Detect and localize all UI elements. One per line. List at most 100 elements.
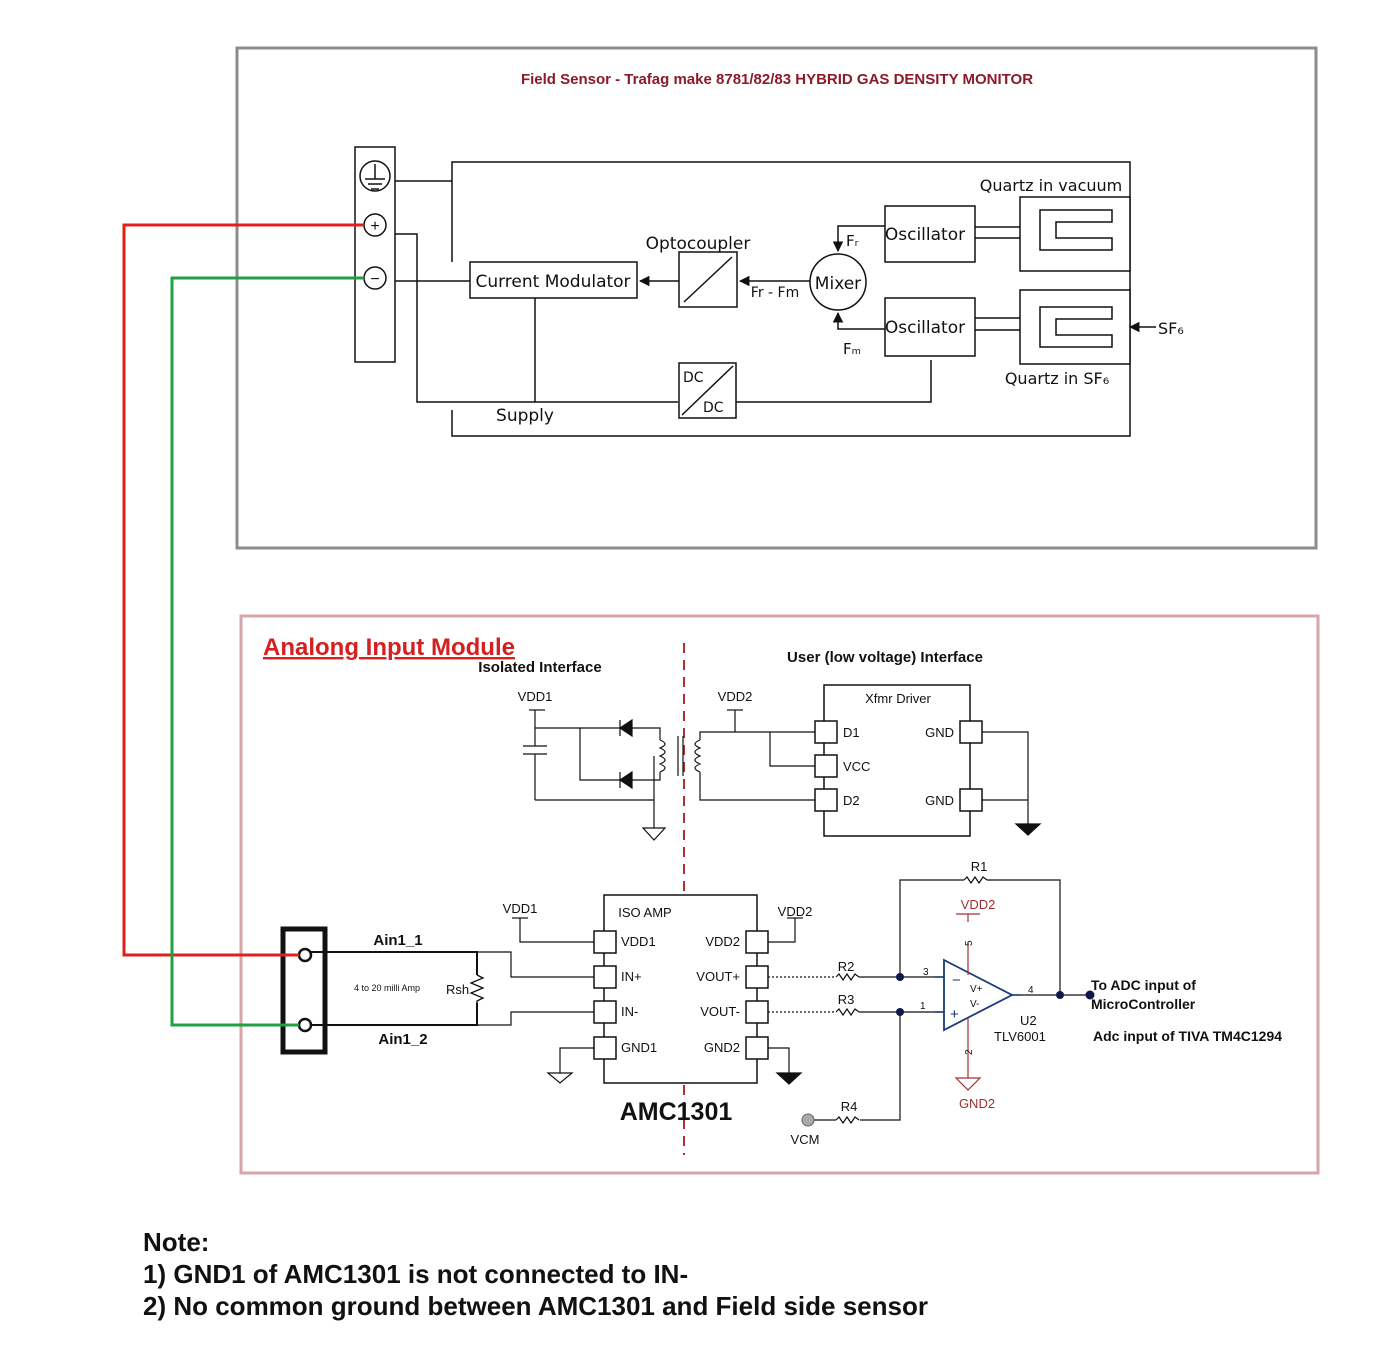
r2-label: R2 (838, 959, 855, 974)
ain1-2-label: Ain1_2 (378, 1031, 427, 1048)
xfmr-pin-d2: D2 (843, 793, 860, 808)
quartz-sf6-label: Quartz in SF₆ (1005, 369, 1109, 388)
optocoupler-block: Optocoupler (646, 234, 751, 308)
r1-label: R1 (971, 859, 988, 874)
isolated-interface-label: Isolated Interface (478, 659, 601, 676)
opamp-pin5: 5 (964, 940, 975, 946)
vdd2-amp-label: VDD2 (778, 904, 813, 919)
opamp-pin4: 4 (1028, 985, 1034, 996)
fr-label: Fᵣ (846, 232, 859, 250)
note-item-1: 1) GND1 of AMC1301 is not connected to I… (143, 1259, 689, 1289)
opamp-plus-sign: + (950, 1006, 959, 1023)
user-interface-label: User (low voltage) Interface (787, 649, 983, 666)
iso-pin-vout-plus: VOUT+ (696, 969, 740, 984)
isolated-power-circuit (523, 709, 815, 841)
output-node (1085, 990, 1095, 1000)
current-modulator-label: Current Modulator (475, 272, 630, 292)
xfmr-driver-block (814, 684, 983, 837)
sf6-input-label: SF₆ (1158, 319, 1184, 338)
iso-pin-gnd2: GND2 (704, 1040, 740, 1055)
supply-label: Supply (496, 406, 554, 426)
opamp-pin3: 3 (923, 967, 929, 978)
vdd1-top-label: VDD1 (518, 689, 553, 704)
positive-field-wire (122, 223, 364, 957)
iso-pin-gnd1: GND1 (621, 1040, 657, 1055)
u2-label: U2 (1020, 1013, 1037, 1028)
xfmr-driver-title: Xfmr Driver (865, 691, 931, 706)
opamp-vplus-label: V+ (970, 984, 983, 995)
terminal-minus-label: − (370, 271, 379, 288)
xfmr-pin-d1: D1 (843, 725, 860, 740)
dc-top-label: DC (683, 370, 704, 386)
amc1301-label: AMC1301 (620, 1098, 733, 1126)
junction-inv (896, 973, 904, 981)
ain1-1-label: Ain1_1 (373, 932, 422, 949)
current-modulator-block: Current Modulator (469, 261, 638, 299)
oscillator-2-block: Oscillator (884, 297, 976, 357)
note-item-2: 2) No common ground between AMC1301 and … (143, 1291, 928, 1321)
sensor-terminal-strip (354, 146, 396, 363)
vdd2-top-label: VDD2 (718, 689, 753, 704)
opamp-vminus-label: V- (970, 999, 979, 1010)
r4-label: R4 (841, 1099, 858, 1114)
opamp-minus-sign: − (952, 972, 961, 989)
oscillator-1-block: Oscillator (884, 205, 976, 263)
xfmr-ground (982, 731, 1042, 836)
note-heading: Note: (143, 1227, 210, 1257)
optocoupler-label: Optocoupler (646, 234, 751, 254)
xfmr-pin-gnd-2: GND (925, 793, 954, 808)
fr-fm-label: Fr - Fm (751, 285, 799, 301)
junction-noninv (896, 1008, 904, 1016)
ain1-1-terminal (297, 947, 313, 963)
adc-output-line2: MicroController (1091, 996, 1196, 1012)
opamp-wiring (768, 875, 1090, 1125)
iso-amp-title: ISO AMP (618, 905, 671, 920)
oscillator-1-label: Oscillator (885, 225, 965, 245)
current-range-label: 4 to 20 milli Amp (354, 983, 420, 993)
dc-bottom-label: DC (703, 400, 724, 416)
opamp-vdd2-label: VDD2 (961, 897, 996, 912)
quartz-vacuum-block (1019, 196, 1131, 272)
quartz-vacuum-label: Quartz in vacuum (980, 176, 1122, 195)
ain1-2-terminal (297, 1017, 313, 1033)
fm-label: Fₘ (843, 340, 861, 358)
dcdc-block: DC DC (678, 362, 737, 419)
adc-output-line1: To ADC input of (1091, 977, 1196, 993)
fm-arrow (832, 311, 885, 330)
xfmr-pin-gnd-1: GND (925, 725, 954, 740)
negative-field-wire (170, 276, 364, 1027)
quartz-sf6-block (1019, 289, 1131, 365)
opamp-u2 (935, 913, 1020, 1091)
shunt-to-amp-wiring (477, 951, 594, 1026)
junction-output (1056, 991, 1064, 999)
fr-arrow (832, 225, 885, 253)
tlv6001-label: TLV6001 (994, 1029, 1046, 1044)
field-sensor-frame: Field Sensor - Trafag make 8781/82/83 HY… (235, 46, 1318, 550)
vcm-label: VCM (791, 1132, 820, 1147)
notes-section: Note: 1) GND1 of AMC1301 is not connecte… (143, 1226, 928, 1322)
oscillator-2-label: Oscillator (885, 318, 965, 338)
opamp-gnd2-label: GND2 (959, 1096, 995, 1111)
xfmr-pin-vcc: VCC (843, 759, 870, 774)
input-module-title: Analong Input Module (263, 634, 515, 661)
vcm-node (801, 1113, 815, 1127)
vdd1-amp-label: VDD1 (503, 901, 538, 916)
opamp-pin1: 1 (920, 1001, 926, 1012)
input-module-frame (239, 614, 1320, 1175)
r3-label: R3 (838, 992, 855, 1007)
iso-pin-vdd1: VDD1 (621, 934, 656, 949)
opamp-pin2: 2 (964, 1049, 975, 1055)
iso-pin-vout-minus: VOUT- (700, 1004, 740, 1019)
mixer-block: Mixer (809, 253, 867, 311)
adc-output-line3: Adc input of TIVA TM4C1294 (1093, 1028, 1282, 1044)
iso-amp-wiring (512, 917, 803, 1085)
iso-amp-block (593, 894, 769, 1084)
terminal-plus-label: + (370, 218, 379, 235)
input-terminal-block (280, 926, 328, 1055)
iso-pin-in-plus: IN+ (621, 969, 642, 984)
rsh-label: Rsh (446, 982, 469, 997)
field-sensor-title: Field Sensor - Trafag make 8781/82/83 HY… (521, 71, 1033, 88)
iso-pin-in-minus: IN- (621, 1004, 638, 1019)
mixer-label: Mixer (815, 274, 861, 294)
